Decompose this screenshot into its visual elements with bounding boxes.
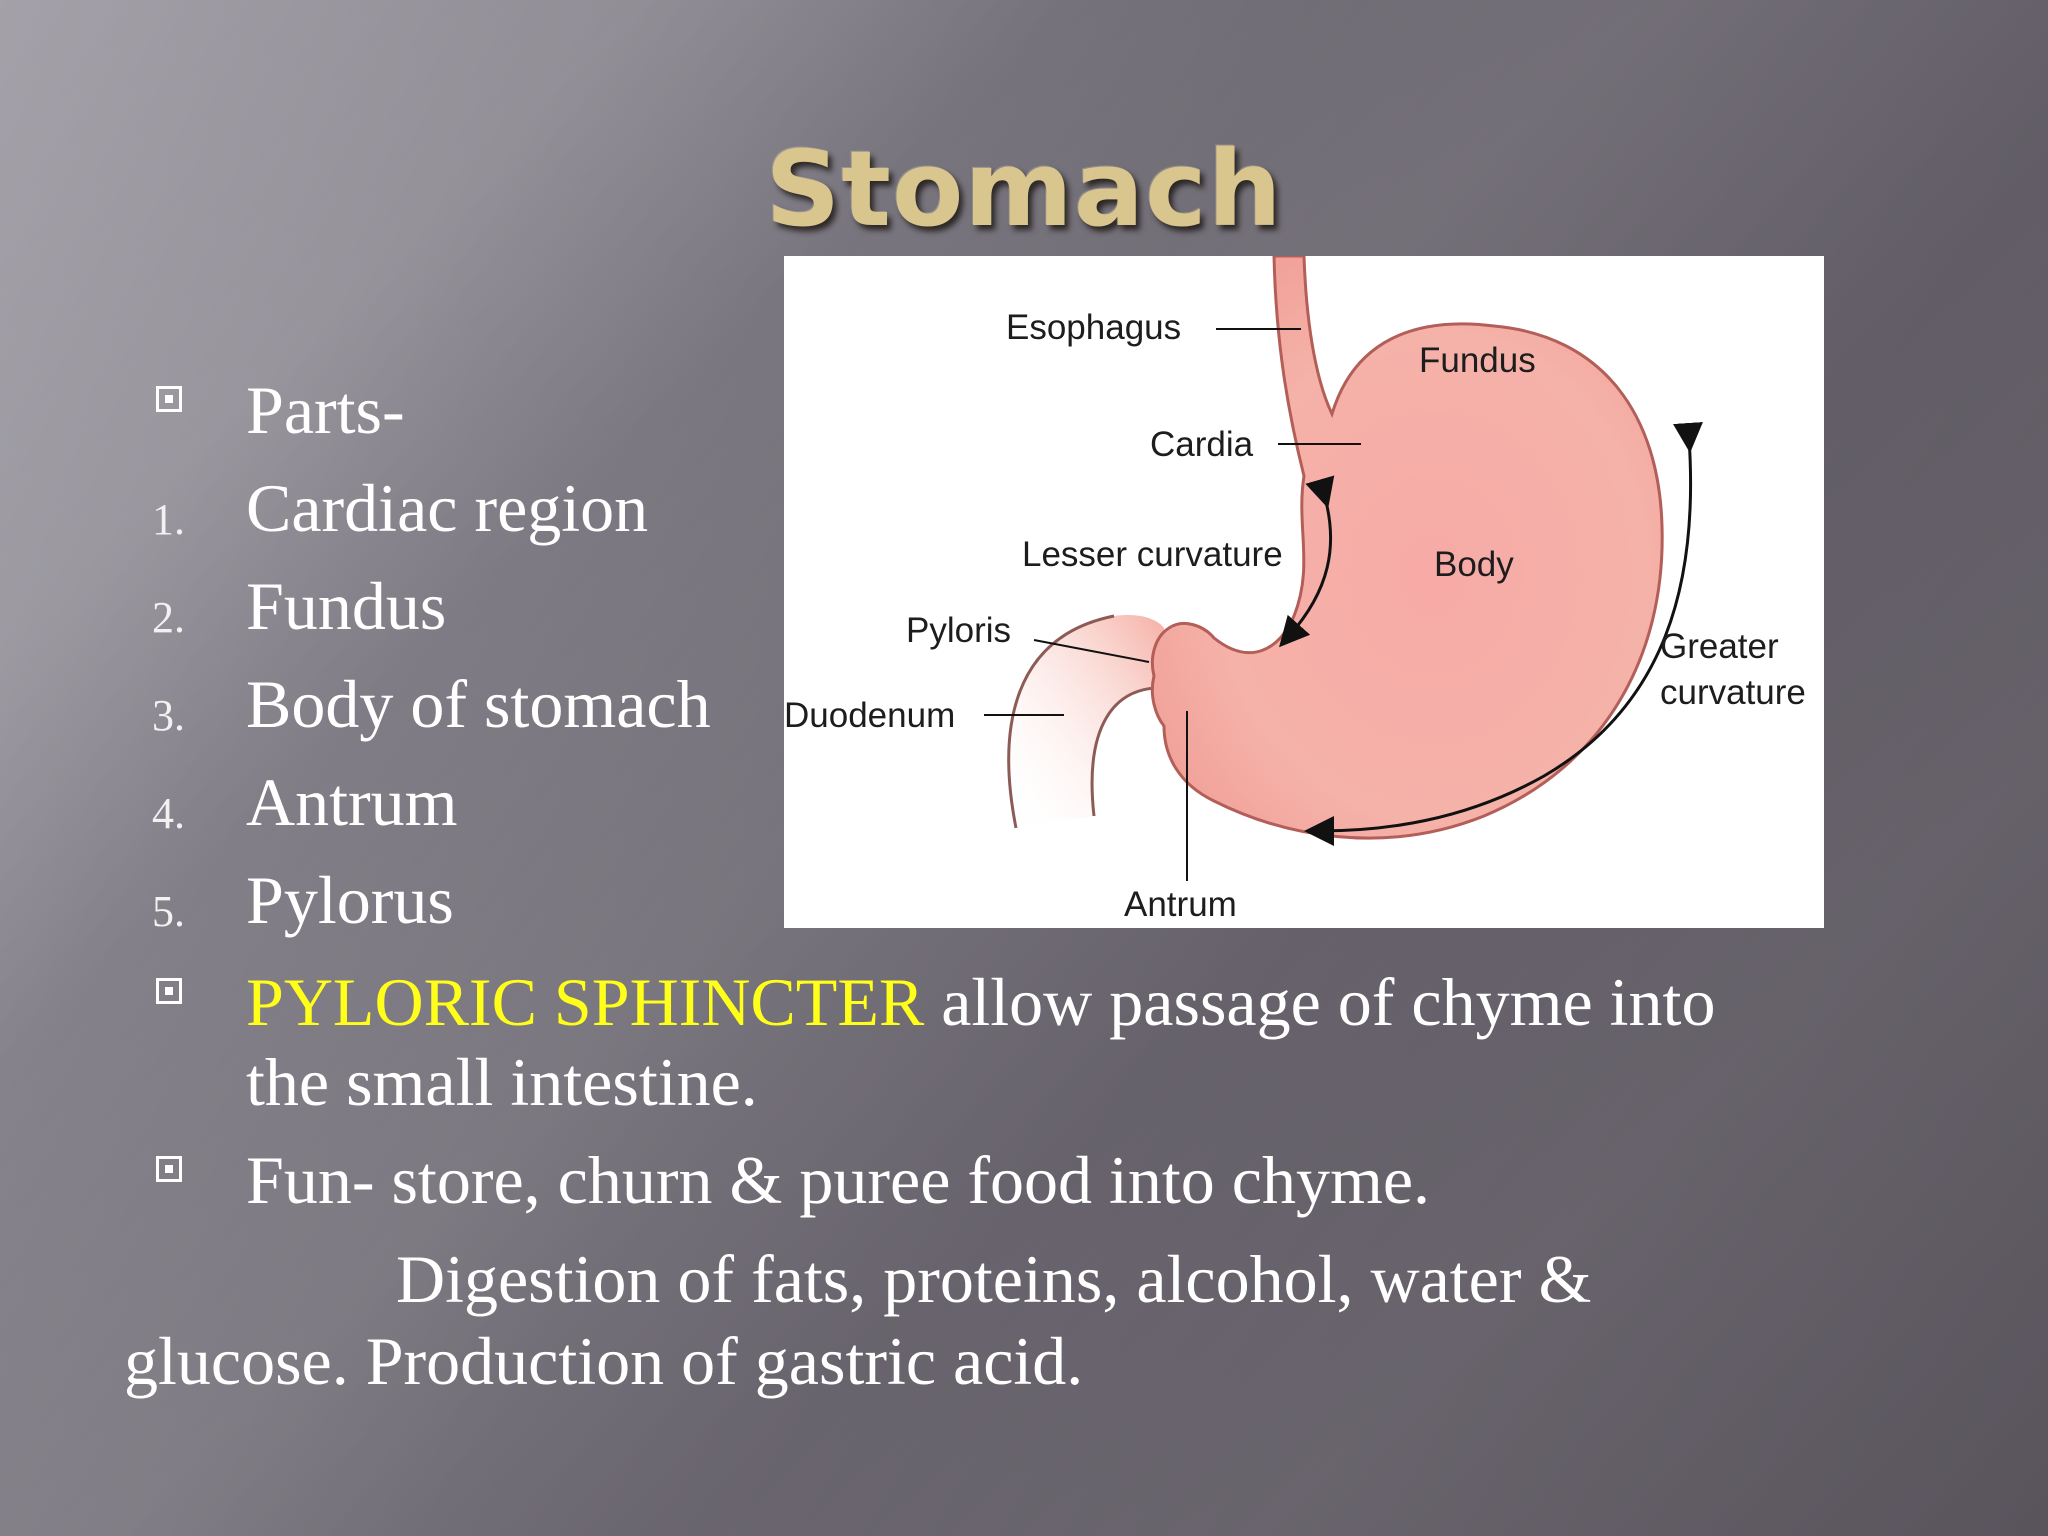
label-pyloris: Pyloris bbox=[906, 611, 1011, 650]
label-fundus: Fundus bbox=[1419, 341, 1536, 380]
greater-curvature-arrow bbox=[1304, 422, 1703, 846]
label-antrum: Antrum bbox=[1124, 885, 1237, 924]
slide-title: Stomach bbox=[765, 128, 1283, 250]
lesser-curvature-arrow bbox=[1279, 475, 1335, 648]
stomach-illustration: Esophagus Fundus Cardia Lesser curvature… bbox=[784, 256, 1806, 924]
label-greater-curvature-2: curvature bbox=[1660, 673, 1806, 712]
label-lesser-curvature: Lesser curvature bbox=[1022, 535, 1283, 574]
function-line: Fun- store, churn & puree food into chym… bbox=[246, 1142, 1431, 1218]
bullet-square-icon bbox=[156, 1140, 182, 1182]
function-paragraph: Digestion of fats, proteins, alcohol, wa… bbox=[124, 1241, 1592, 1399]
label-duodenum: Duodenum bbox=[784, 696, 955, 735]
sphincter-text-1: allow passage of chyme into bbox=[924, 964, 1716, 1040]
sphincter-text-2: the small intestine. bbox=[246, 1044, 758, 1120]
duodenum-shape bbox=[1008, 615, 1164, 828]
bullet-square-icon bbox=[156, 962, 182, 1004]
sphincter-highlight: PYLORIC SPHINCTER bbox=[246, 964, 925, 1040]
label-body: Body bbox=[1434, 545, 1514, 584]
label-esophagus: Esophagus bbox=[1006, 308, 1181, 347]
stomach-diagram: Esophagus Fundus Cardia Lesser curvature… bbox=[784, 256, 1824, 928]
label-greater-curvature-1: Greater bbox=[1660, 627, 1779, 666]
parts-heading: Parts- bbox=[246, 372, 405, 448]
bullet-square-icon bbox=[156, 370, 182, 412]
label-cardia: Cardia bbox=[1150, 425, 1254, 464]
